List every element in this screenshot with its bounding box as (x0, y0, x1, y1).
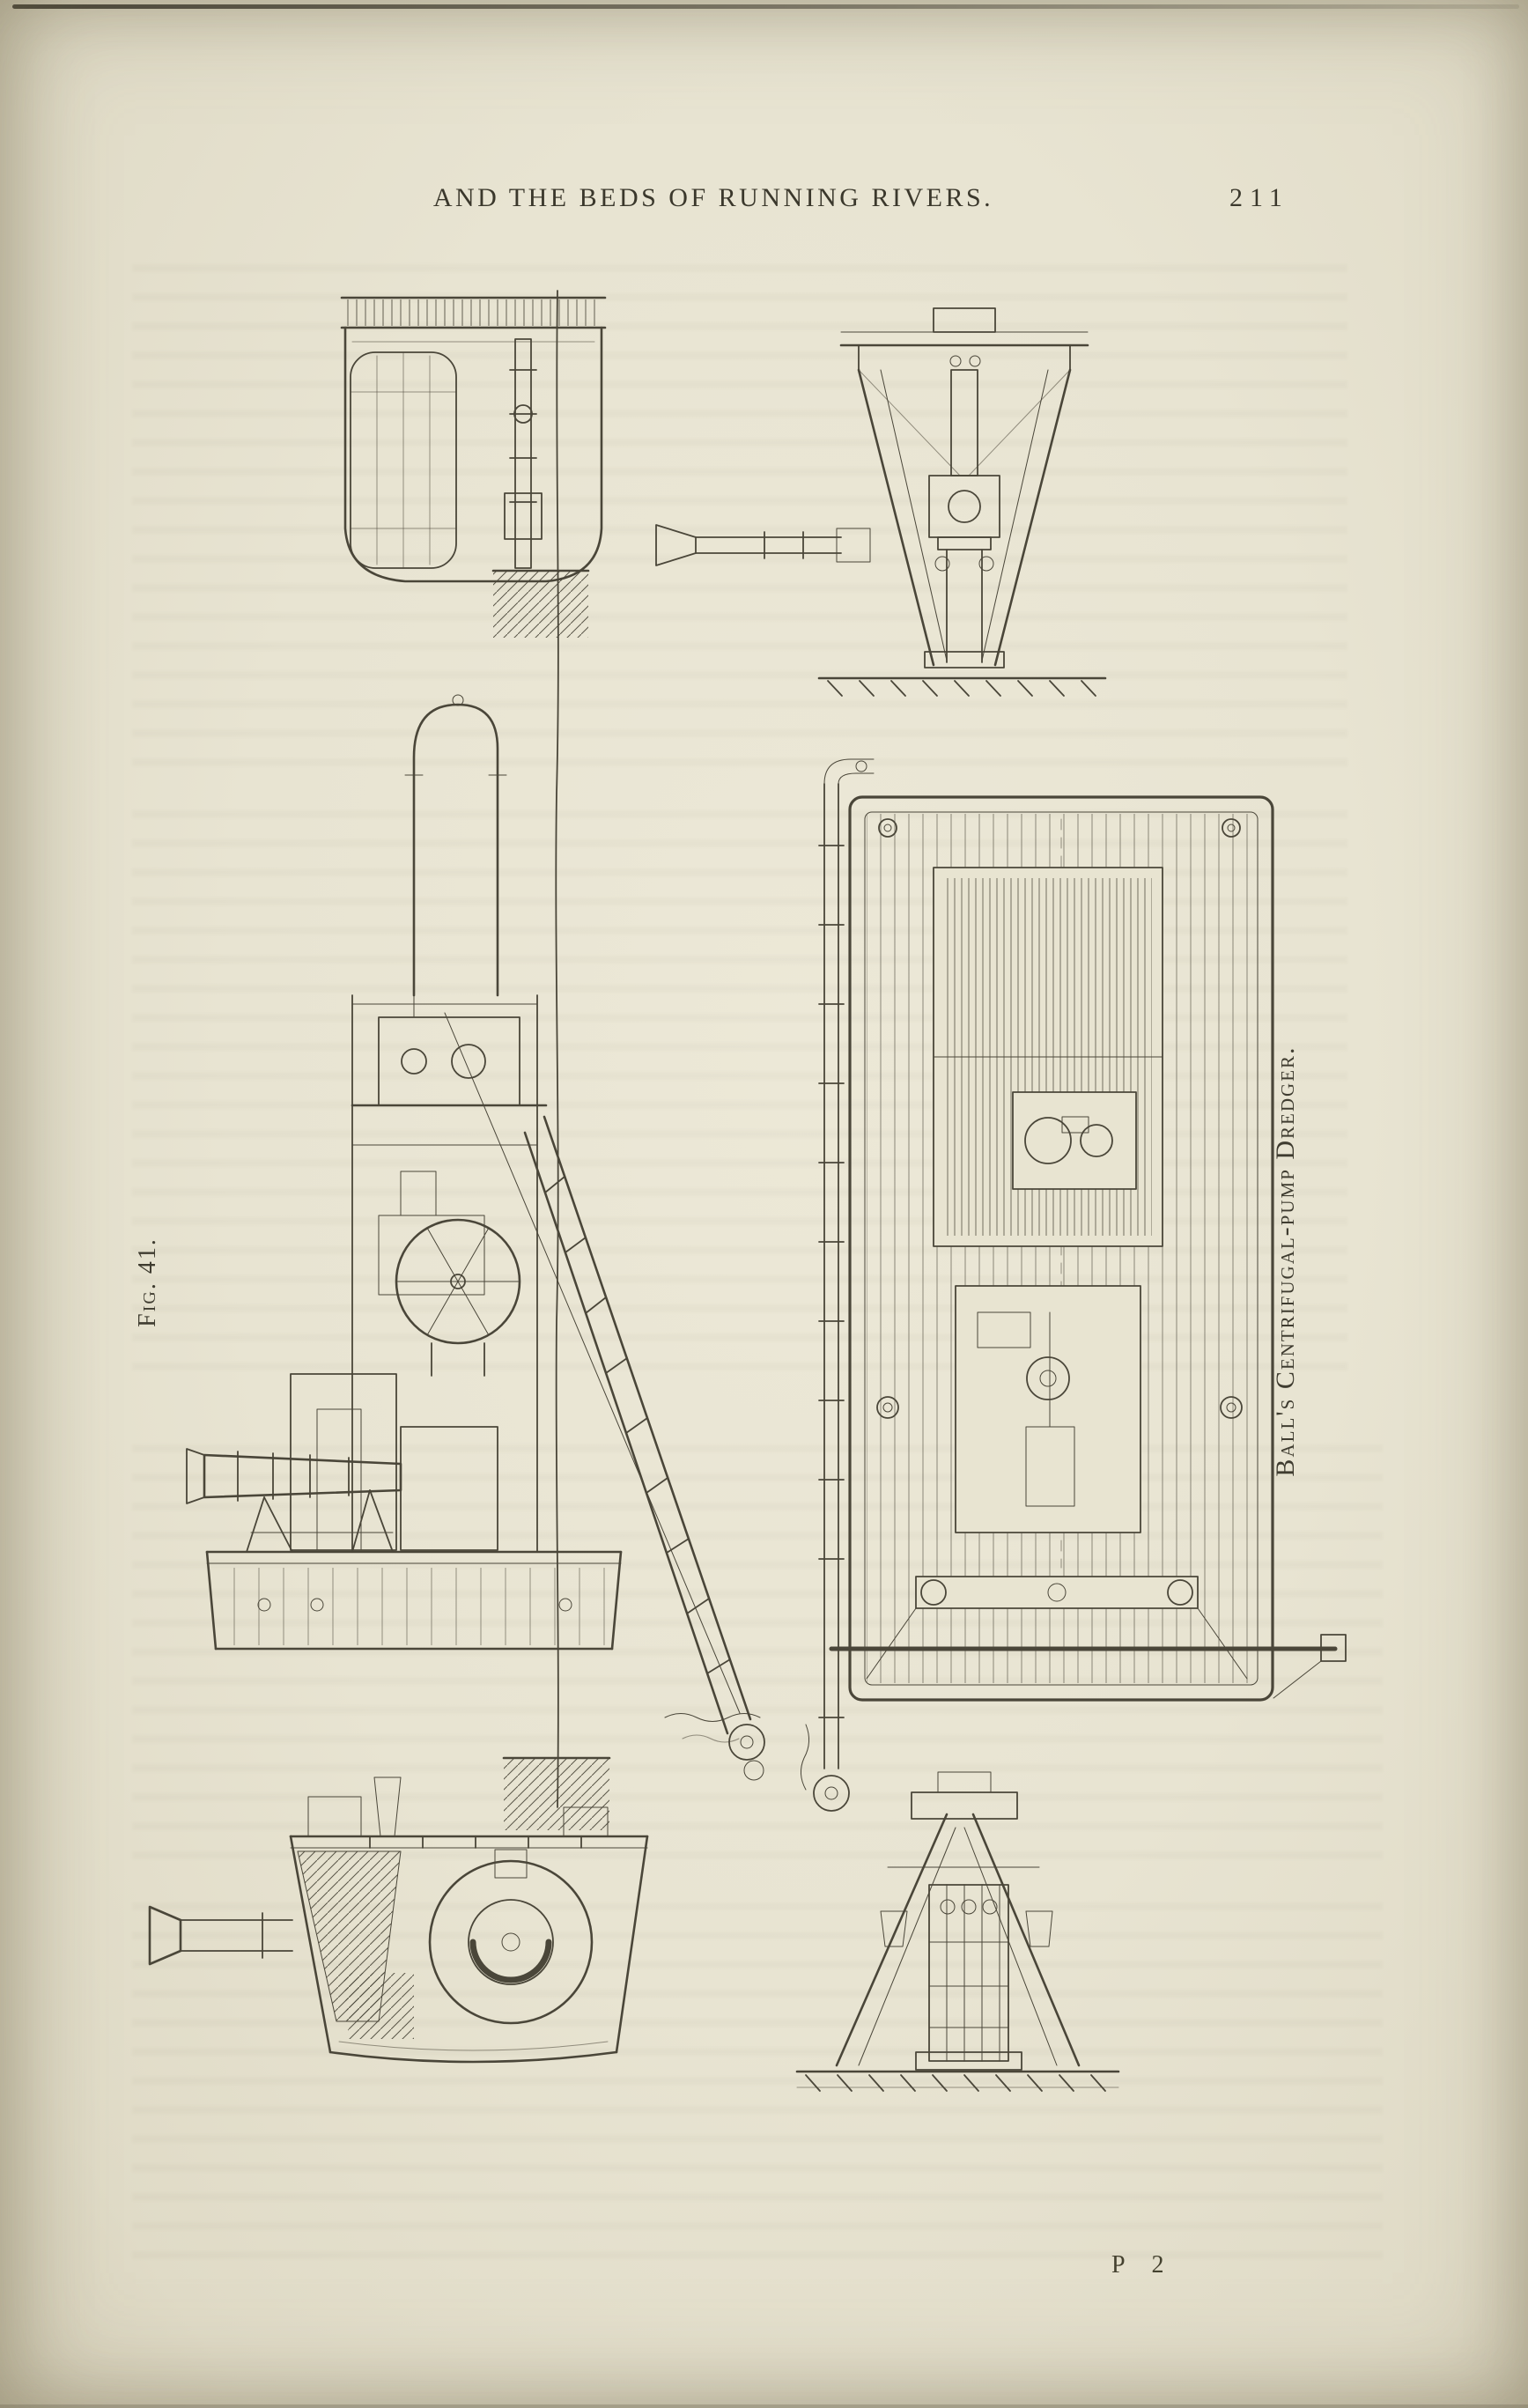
section-datum-line (491, 290, 611, 1830)
view-stern-end-elevation (795, 1724, 1120, 2092)
view-bow-end-elevation (655, 307, 1107, 697)
running-header: AND THE BEDS OF RUNNING RIVERS. 211 (0, 183, 1528, 222)
view-hopper-barge-elevation (340, 296, 607, 583)
page-number: 211 (1229, 183, 1289, 212)
view-deck-plan (813, 758, 1347, 1812)
view-side-elevation (186, 694, 765, 1781)
printers-signature: P 2 (1111, 2251, 1175, 2279)
figure-caption: Ball's Centrifugal-pump Dredger. (1271, 1045, 1300, 1477)
view-hull-cross-section (148, 1776, 649, 2064)
scan-top-edge (12, 4, 1519, 9)
running-title: AND THE BEDS OF RUNNING RIVERS. (432, 183, 994, 212)
figure-label: Fig. 41. (134, 1237, 161, 1327)
scan-bottom-edge (0, 2404, 1528, 2408)
